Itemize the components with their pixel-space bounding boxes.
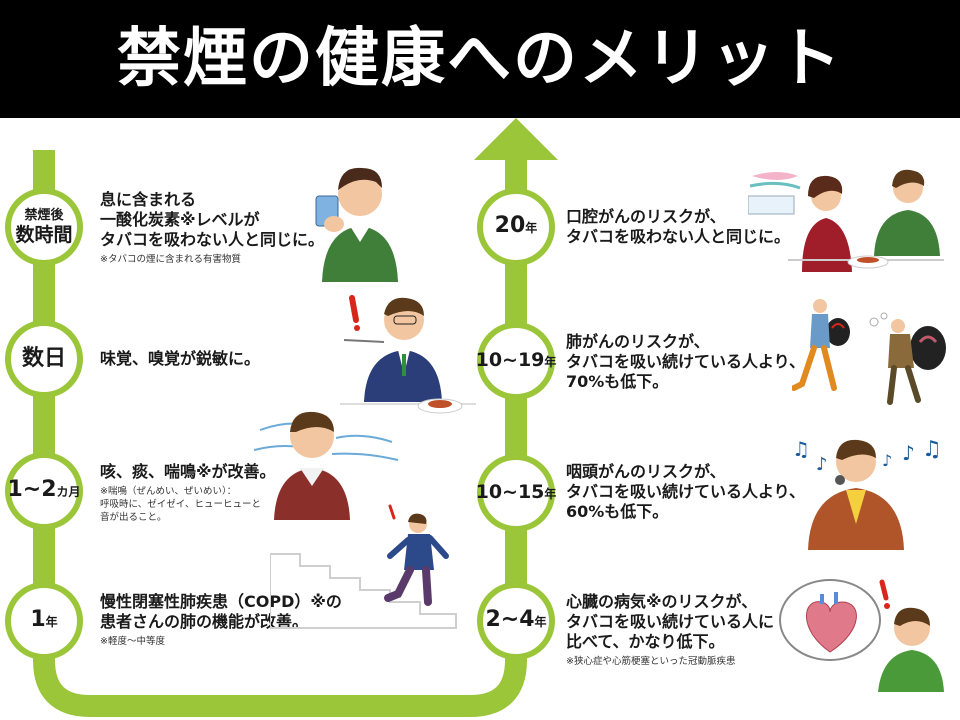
step-circle-10-15years: 10~15年: [476, 454, 556, 532]
step-text-months: 咳、痰、喘鳴※が改善。 ※喘鳴（ぜんめい、ぜいめい）： 呼吸時に、ゼイゼイ、ヒュ…: [100, 462, 276, 523]
up-arrow-icon: [474, 118, 558, 160]
step-text-20years: 口腔がんのリスクが、 タバコを吸わない人と同じに。: [566, 207, 791, 246]
step-circle-1year: 1年: [5, 582, 83, 660]
couple-dining-illustration: [748, 169, 944, 272]
step-text-1year: 慢性閉塞性肺疾患（COPD）※の 患者さんの肺の機能が改善。 ※軽度～中等度: [100, 592, 342, 647]
step-circle-hours: 禁煙後 数時間: [5, 188, 83, 266]
svg-text:♪: ♪: [882, 451, 892, 470]
svg-text:♫: ♫: [922, 437, 942, 462]
step-circle-days: 数日: [5, 320, 83, 398]
step-text-days: 味覚、嗅覚が鋭敏に。: [100, 349, 261, 368]
step-circle-months: 1~2カ月: [5, 452, 83, 530]
step-note-2-4years: ※狭心症や心筋梗塞といった冠動脈疾患: [566, 656, 736, 667]
step-note-hours: ※タバコの煙に含まれる有害物質: [100, 254, 241, 265]
svg-text:♪: ♪: [816, 454, 828, 475]
man-eating-surprised-illustration: [340, 295, 476, 414]
svg-text:♪: ♪: [902, 441, 915, 465]
man-singing-illustration: ♫ ♪ ♪ ♪ ♫: [792, 437, 942, 550]
svg-text:♫: ♫: [792, 437, 810, 461]
step-text-10-19years: 肺がんのリスクが、 タバコを吸い続けている人より、 70%も低下。: [566, 332, 806, 391]
step-circle-20years: 20年: [477, 188, 555, 266]
step-text-10-15years: 咽頭がんのリスクが、 タバコを吸い続けている人より、 60%も低下。: [566, 462, 806, 521]
man-heart-thought-illustration: [779, 579, 944, 692]
man-climbing-stairs-illustration: [270, 504, 457, 629]
men-walking-lungs-illustration: [792, 299, 946, 405]
step-circle-2-4years: 2~4年: [477, 582, 555, 660]
step-text-2-4years: 心臓の病気※のリスクが、 タバコを吸い続けている人に 比べて、かなり低下。 ※狭…: [566, 592, 775, 667]
step-circle-10-19years: 10~19年: [476, 322, 556, 400]
step-note-months: ※喘鳴（ぜんめい、ぜいめい）： 呼吸時に、ゼイゼイ、ヒューヒューと 音が出ること…: [100, 486, 262, 523]
page-title: 禁煙の健康へのメリット: [117, 22, 843, 96]
man-breathing-illustration: [253, 411, 399, 520]
step-note-1year: ※軽度～中等度: [100, 636, 165, 647]
step-text-hours: 息に含まれる 一酸化炭素※レベルが タバコを吸わない人と同じに。 ※タバコの煙に…: [100, 190, 325, 265]
title-bar: [0, 0, 960, 118]
man-drinking-illustration: [315, 167, 398, 282]
